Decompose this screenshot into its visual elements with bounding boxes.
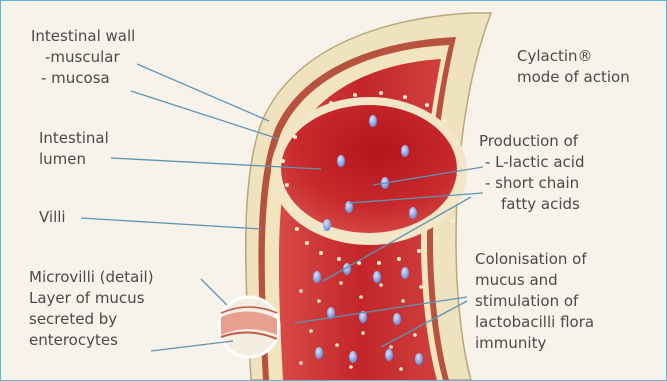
leader-line-villi [81, 218, 261, 229]
label-colonisation-line3: stimulation of [475, 291, 594, 312]
lumen-opening [281, 105, 457, 233]
leader-line-muscular [137, 64, 269, 121]
label-intestinal-wall: Intestinal wall -muscular - mucosa [31, 26, 135, 89]
label-microvilli: Microvilli (detail) Layer of mucus secre… [29, 267, 154, 351]
label-mucosa: - mucosa [31, 68, 135, 89]
label-microvilli-line4: enterocytes [29, 330, 154, 351]
label-production-line1: Production of [479, 131, 585, 152]
label-microvilli-line2: Layer of mucus [29, 288, 154, 309]
label-production-line2: - L-lactic acid [479, 152, 585, 173]
label-production-line4: fatty acids [479, 194, 585, 215]
label-microvilli-line1: Microvilli (detail) [29, 267, 154, 288]
leader-line-microvilli [201, 279, 227, 305]
leader-line-mucosa [131, 91, 279, 139]
microvilli-detail-circle [219, 297, 279, 357]
label-lumen-line2: lumen [39, 149, 109, 170]
label-colonisation: Colonisation of mucus and stimulation of… [475, 249, 594, 354]
label-colonisation-line2: mucus and [475, 270, 594, 291]
diagram-title: Cylactin® mode of action [517, 46, 630, 88]
label-colonisation-line4: lactobacilli flora [475, 312, 594, 333]
label-production-line3: - short chain [479, 173, 585, 194]
diagram-title-line2: mode of action [517, 67, 630, 88]
diagram-title-line1: Cylactin® [517, 46, 630, 67]
label-colonisation-line5: immunity [475, 333, 594, 354]
label-microvilli-line3: secreted by [29, 309, 154, 330]
label-villi: Villi [39, 207, 66, 228]
label-production: Production of - L-lactic acid - short ch… [479, 131, 585, 215]
label-lumen-line1: Intestinal [39, 128, 109, 149]
label-villi-text: Villi [39, 207, 66, 228]
label-colonisation-line1: Colonisation of [475, 249, 594, 270]
label-intestinal-lumen: Intestinal lumen [39, 128, 109, 170]
leader-line-enterocytes [151, 341, 233, 351]
label-intestinal-wall-title: Intestinal wall [31, 26, 135, 47]
label-muscular: -muscular [31, 47, 135, 68]
